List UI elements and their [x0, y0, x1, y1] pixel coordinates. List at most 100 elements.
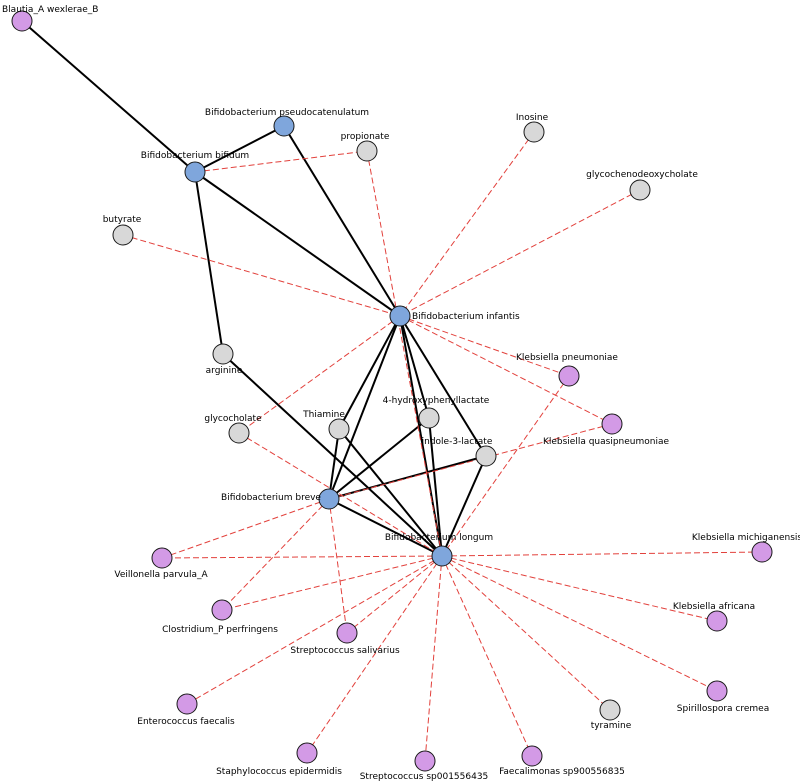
- node-arginine: [212, 343, 234, 365]
- node-label-kmich: Klebsiella michiganensis: [692, 533, 800, 543]
- edge-kpneu-blongum: [441, 375, 570, 557]
- node-bbifidum: [184, 161, 206, 183]
- node-label-efaecalis: Enterococcus faecalis: [137, 717, 235, 727]
- edge-blongum-ssalivarius: [346, 555, 443, 634]
- edge-blongum-hpl: [428, 417, 443, 557]
- node-label-bbifidum: Bifidobacterium bifidum: [141, 151, 249, 161]
- edge-gcdc-binfantis: [399, 189, 641, 317]
- node-label-veillonella: Veillonella parvula_A: [114, 570, 208, 580]
- node-label-binfantis: Bifidobacterium infantis: [412, 312, 520, 322]
- node-label-clostridium: Clostridium_P perfringens: [162, 625, 278, 635]
- edge-binfantis-kquasi: [399, 315, 613, 425]
- node-ssalivarius: [336, 622, 358, 644]
- edge-layer: [21, 20, 763, 762]
- edge-blongum-ilactate: [441, 455, 487, 557]
- edge-binfantis-bbreve: [328, 315, 401, 500]
- node-label-thiamine: Thiamine: [302, 410, 345, 420]
- node-propionate: [356, 140, 378, 162]
- node-spirillospora: [706, 680, 728, 702]
- node-blautia: [11, 10, 33, 32]
- node-hpl: [418, 407, 440, 429]
- edge-arginine-blongum: [222, 353, 443, 557]
- node-kmich: [751, 541, 773, 563]
- node-layer: [11, 10, 773, 772]
- edge-blautia-bbifidum: [21, 20, 196, 173]
- node-label-kpneu: Klebsiella pneumoniae: [516, 353, 618, 363]
- node-gcdc: [629, 179, 651, 201]
- edge-butyrate-binfantis: [122, 234, 401, 317]
- node-kpneu: [558, 365, 580, 387]
- node-glycocholate: [228, 422, 250, 444]
- edge-propionate-blongum: [366, 150, 443, 557]
- node-bpseudo: [273, 115, 295, 137]
- node-blongum: [431, 545, 453, 567]
- edge-bbreve-blongum: [328, 498, 443, 557]
- node-kafricana: [706, 610, 728, 632]
- edge-binfantis-glycocholate: [238, 315, 401, 434]
- node-label-kafricana: Klebsiella africana: [673, 602, 755, 612]
- node-butyrate: [112, 224, 134, 246]
- node-label-ssp: Streptococcus sp001556435: [360, 772, 489, 782]
- node-efaecalis: [176, 693, 198, 715]
- edge-blongum-faecalimonas: [441, 555, 533, 757]
- node-label-butyrate: butyrate: [103, 215, 142, 225]
- edge-blongum-clostridium: [221, 555, 443, 611]
- node-sepidermidis: [296, 742, 318, 764]
- edge-kquasi-bbreve: [328, 423, 613, 500]
- node-binfantis: [389, 305, 411, 327]
- node-label-glycocholate: glycocholate: [204, 414, 262, 424]
- edge-bbreve-ssalivarius: [328, 498, 348, 634]
- edge-binfantis-ilactate: [399, 315, 487, 457]
- node-veillonella: [151, 547, 173, 569]
- node-label-faecalimonas: Faecalimonas sp900556835: [499, 767, 625, 777]
- node-label-hpl: 4-hydroxyphenyllactate: [383, 396, 490, 406]
- edge-glycocholate-blongum: [238, 432, 443, 557]
- edge-bbreve-ilactate: [328, 455, 487, 500]
- node-clostridium: [211, 599, 233, 621]
- node-inosine: [523, 121, 545, 143]
- node-ssp: [414, 750, 436, 772]
- edge-binfantis-hpl: [399, 315, 430, 419]
- edge-bbifidum-bpseudo: [194, 125, 285, 173]
- node-kquasi: [601, 413, 623, 435]
- node-label-tyramine: tyramine: [591, 721, 632, 731]
- edge-bbifidum-propionate: [194, 150, 368, 173]
- edge-blongum-spirillospora: [441, 555, 718, 692]
- edge-inosine-binfantis: [399, 131, 535, 317]
- node-label-sepidermidis: Staphylococcus epidermidis: [216, 767, 342, 777]
- node-label-kquasi: Klebsiella quasipneumoniae: [543, 437, 670, 447]
- node-label-ssalivarius: Streptococcus salivarius: [290, 646, 400, 656]
- edge-bbifidum-binfantis: [194, 171, 401, 317]
- node-thiamine: [328, 418, 350, 440]
- edge-bbreve-hpl: [328, 417, 430, 500]
- node-bbreve: [318, 488, 340, 510]
- node-label-propionate: propionate: [341, 132, 390, 142]
- label-layer: Blautia_A wexlerae_B Bifidobacterium pseu…: [2, 5, 800, 782]
- node-faecalimonas: [521, 745, 543, 767]
- node-tyramine: [599, 699, 621, 721]
- node-label-spirillospora: Spirillospora cremea: [677, 704, 769, 714]
- edge-bbifidum-arginine: [194, 171, 224, 355]
- node-label-ilactate: indole-3-lactate: [422, 437, 493, 447]
- edge-bbreve-thiamine: [328, 428, 340, 500]
- edge-binfantis-kpneu: [399, 315, 570, 377]
- edge-binfantis-thiamine: [338, 315, 401, 430]
- node-ilactate: [475, 445, 497, 467]
- node-label-blautia: Blautia_A wexlerae_B: [2, 5, 99, 15]
- node-label-gcdc: glycochenodeoxycholate: [586, 170, 698, 180]
- edge-bbreve-veillonella: [161, 498, 330, 559]
- edge-blongum-efaecalis: [186, 555, 443, 705]
- node-label-arginine: arginine: [206, 366, 243, 376]
- node-label-inosine: Inosine: [516, 113, 549, 123]
- node-label-bbreve: Bifidobacterium breve: [221, 493, 321, 503]
- edge-blongum-veillonella: [161, 555, 443, 559]
- edge-bpseudo-binfantis: [283, 125, 401, 317]
- edge-bbreve-clostridium: [221, 498, 330, 611]
- node-label-bpseudo: Bifidobacterium pseudocatenulatum: [205, 108, 369, 118]
- edge-blongum-kmich: [441, 551, 763, 557]
- edge-blongum-ssp: [424, 555, 443, 762]
- node-label-blongum: Bifidobacterium longum: [385, 533, 493, 543]
- edge-blongum-kafricana: [441, 555, 718, 622]
- edge-blongum-sepidermidis: [306, 555, 443, 754]
